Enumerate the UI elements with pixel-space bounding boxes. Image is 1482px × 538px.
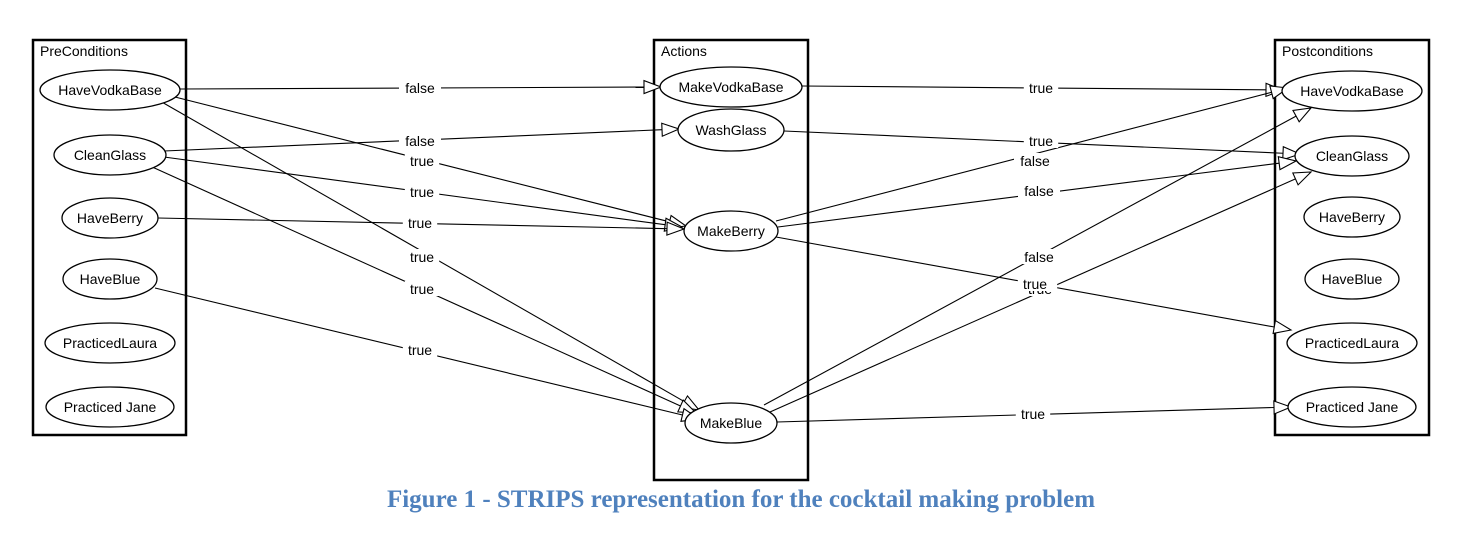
edge-label: false [1024,249,1054,265]
node-ellipse [1286,322,1418,364]
edge-label-bg [399,80,441,95]
node-label: CleanGlass [1316,148,1388,164]
node-act_berry: MakeBerry [683,210,779,252]
node-label: PracticedLaura [1305,335,1399,351]
arrowhead [666,221,686,236]
node-label: MakeVodkaBase [678,79,783,95]
edge-label-bg [1018,183,1060,198]
group-title-act: Actions [661,43,707,59]
edge-labels-layer: false true true false true true true true true tr… [399,80,1060,422]
group-title-post: Postconditions [1282,43,1373,59]
node-label: PracticedLaura [63,335,157,351]
node-pre_berry: HaveBerry [61,197,159,239]
node-label: MakeBlue [700,415,762,431]
edge-label-bg [404,281,440,296]
node-ellipse [44,322,176,364]
node-act_blue: MakeBlue [684,402,778,444]
node-pre_glass: CleanGlass [53,134,167,176]
node-pre_laura: PracticedLaura [44,322,176,364]
node-ellipse [1281,70,1423,112]
node-pre_jane: Practiced Jane [45,386,175,428]
edge-label-bg [402,215,438,230]
node-ellipse [53,134,167,176]
node-post_berry: HaveBerry [1303,196,1401,238]
edge-label: true [1029,80,1053,96]
node-ellipse [1303,196,1401,238]
node-ellipse [659,66,803,108]
node-ellipse [45,386,175,428]
edge-label: true [408,342,432,358]
edge-label: true [1029,133,1053,149]
node-post_vodka: HaveVodkaBase [1281,70,1423,112]
edge-label-bg [404,184,440,199]
edge-label: false [405,133,435,149]
node-ellipse [683,210,779,252]
edge-label-bg [1023,80,1059,95]
arrowhead [1277,155,1298,171]
edge-label: true [410,153,434,169]
edge-label: true [1021,406,1045,422]
node-label: Practiced Jane [64,399,157,415]
figure-caption: Figure 1 - STRIPS representation for the… [386,486,1096,513]
node-ellipse [39,69,181,111]
node-label: MakeBerry [697,223,765,239]
node-post_blue: HaveBlue [1304,258,1400,300]
edge-label-bg [1015,406,1051,421]
edge-label: true [410,184,434,200]
node-ellipse [1294,135,1410,177]
node-label: HaveBlue [80,271,141,287]
edge-label-bg [1023,133,1059,148]
edge-label-bg [404,249,440,264]
node-pre_vodka: HaveVodkaBase [39,69,181,111]
node-ellipse [1287,386,1417,428]
edge-label: true [410,249,434,265]
node-label: HaveBerry [1319,209,1385,225]
edge-label: false [405,80,435,96]
node-post_laura: PracticedLaura [1286,322,1418,364]
arrowhead [1282,145,1302,161]
node-post_jane: Practiced Jane [1287,386,1417,428]
node-pre_blue: HaveBlue [62,258,158,300]
node-ellipse [62,258,158,300]
nodes-layer: HaveVodkaBaseCleanGlassHaveBerryHaveBlue… [39,66,1423,444]
node-label: HaveBerry [77,210,143,226]
arrowhead [1292,107,1313,123]
node-ellipse [1304,258,1400,300]
edge-label: true [410,281,434,297]
arrowhead [1272,319,1293,335]
edge-label-bg [1017,276,1053,291]
node-label: HaveVodkaBase [1300,83,1404,99]
arrowhead [661,122,681,138]
node-post_glass: CleanGlass [1294,135,1410,177]
node-ellipse [61,197,159,239]
node-label: Practiced Jane [1306,399,1399,415]
node-label: WashGlass [695,122,766,138]
edge-label: true [408,215,432,231]
node-act_vodka: MakeVodkaBase [659,66,803,108]
edge-label-bg [399,133,441,148]
node-label: HaveBlue [1322,271,1383,287]
node-act_wash: WashGlass [677,108,785,152]
edge-label-bg [1014,153,1056,168]
edge-label-bg [1018,249,1060,264]
node-label: HaveVodkaBase [58,82,162,98]
edge-label: false [1024,183,1054,199]
node-ellipse [677,108,785,152]
node-label: CleanGlass [74,147,146,163]
edge-label: false [1020,153,1050,169]
arrowhead [1291,171,1313,186]
edge-label: true [1023,276,1047,292]
edge-label-bg [402,342,438,357]
node-ellipse [684,402,778,444]
arrowhead [1273,400,1293,415]
arrowhead [643,79,663,95]
group-title-pre: PreConditions [40,43,128,59]
edge-label-bg [404,153,440,168]
